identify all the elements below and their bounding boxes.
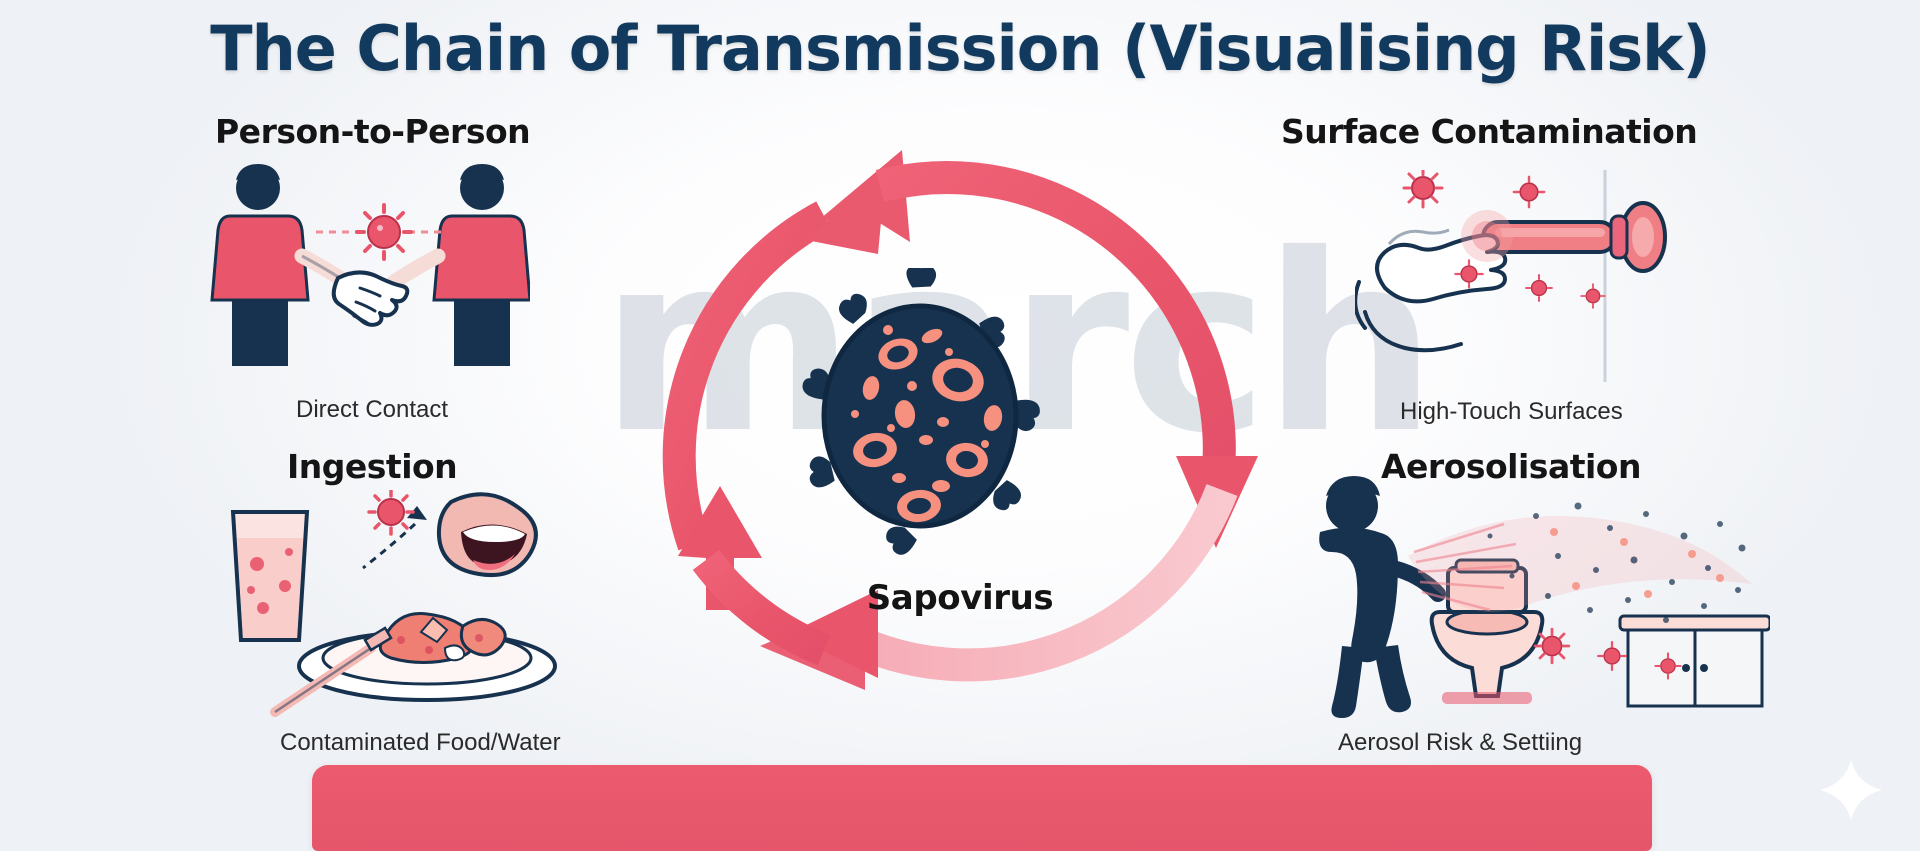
bottom-banner <box>312 765 1652 851</box>
mouth-ingestion-icon <box>436 492 538 577</box>
arrow-up-left <box>662 150 910 610</box>
contaminated-food-water-illustration <box>230 490 557 717</box>
water-glass-icon <box>230 510 310 642</box>
arrow-left-tail <box>692 549 831 666</box>
contact-glow <box>1461 210 1513 262</box>
aerosolisation-illustration <box>1319 476 1770 718</box>
toilet-icon <box>1429 558 1545 704</box>
food-items <box>378 612 507 664</box>
aerosol-virus-cluster <box>1533 627 1682 680</box>
section-heading-aerosolisation: Aerosolisation <box>1381 447 1641 486</box>
transmission-cycle-arrows <box>662 150 1258 690</box>
section-heading-surface-contamination: Surface Contamination <box>1281 112 1698 151</box>
plate-with-food-icon <box>270 612 557 717</box>
transmission-virus-icon-small <box>316 203 456 261</box>
sapovirus-particle-icon <box>802 268 1040 555</box>
person-to-person-illustration <box>210 164 530 366</box>
sparkle-icon <box>1820 759 1882 821</box>
finger-touch-icon <box>1355 228 1508 353</box>
center-pathogen-label: Sapovirus <box>866 578 1054 618</box>
section-heading-person-to-person: Person-to-Person <box>215 112 531 151</box>
person-right-figure <box>386 164 530 366</box>
section-heading-ingestion: Ingestion <box>287 447 458 486</box>
surface-contamination-illustration <box>1355 170 1667 382</box>
page-title: The Chain of Transmission (Visualising R… <box>210 12 1710 85</box>
handshake-hands <box>331 270 410 327</box>
section-caption-direct-contact: Direct Contact <box>296 396 449 423</box>
door-handle-icon <box>1481 201 1667 273</box>
fork-icon <box>270 626 393 717</box>
person-left-figure <box>210 164 354 366</box>
person-vomiting-figure <box>1319 476 1446 718</box>
surface-virus-particles <box>1402 170 1606 309</box>
section-caption-contaminated-food-water: Contaminated Food/Water <box>280 729 561 756</box>
section-caption-high-touch-surfaces: High-Touch Surfaces <box>1400 398 1623 425</box>
aerosol-plume <box>1408 502 1752 680</box>
food-virus-icon <box>367 490 415 536</box>
section-caption-aerosol-risk-setting: Aerosol Risk & Settiing <box>1338 729 1583 756</box>
ingestion-path-arrow <box>362 506 427 570</box>
counter-cabinet-icon <box>1618 614 1770 708</box>
watermark-text: march <box>600 202 1437 487</box>
